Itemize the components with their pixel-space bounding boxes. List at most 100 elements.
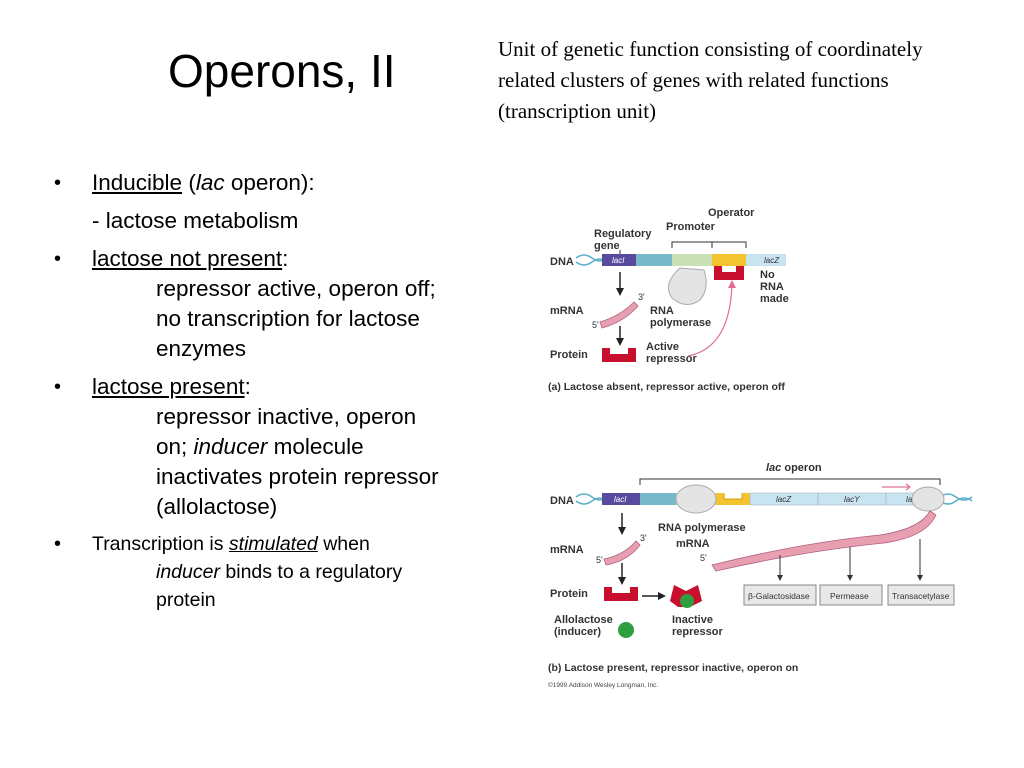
figure-a-lactose-absent: Operator Promoter Regulatory gene DNA la… [548,207,789,393]
lac-term: lac [195,170,225,195]
operator-region [712,254,746,266]
regulatory-label-1: Regulatory [594,228,652,240]
lacY-label: lacY [844,495,860,504]
lacZ-gene [746,254,786,266]
mrna-right-label: mRNA [676,538,710,550]
lacI-gene [602,493,640,505]
repressor-protein-icon [602,348,636,362]
stimulated-term: stimulated [228,533,318,555]
lac-italic: lac [766,462,781,474]
rna-pol-label-2: polymerase [650,317,711,329]
operator-bracket [711,241,747,248]
present-line-1: repressor inactive, operon [156,404,417,429]
rna-polymerase-icon [667,267,707,305]
present-line-4: (allolactose) [156,494,278,519]
figure-a-caption: (a) Lactose absent, repressor active, op… [548,381,785,393]
no-rna-label-2: RNA [760,281,784,293]
lacI-label: lacI [614,495,627,504]
paren-open-text: ( [188,170,196,195]
bullet-lactose-not-present: • lactose not present: [52,244,502,274]
promoter-region [672,254,712,266]
repressor-binding-arrow-head-icon [728,280,736,288]
short-mrna-strand-icon [603,540,641,566]
enzyme-1-label: β-Galactosidase [748,591,810,601]
definition-note: Unit of genetic function consisting of c… [498,37,923,123]
not-present-line-1: repressor active, operon off; [156,276,436,301]
mrna-label: mRNA [550,305,584,317]
three-prime-label: 3' [638,292,645,302]
transcription-pre: Transcription is [92,533,229,555]
mrna-strand-icon [599,301,639,329]
inactive-repressor-label-2: repressor [672,626,723,638]
five-prime-label: 5' [592,320,599,330]
protein-label: Protein [550,349,588,361]
bullet-transcription-stimulated: • Transcription is stimulated when [52,530,502,558]
inactive-repressor-label-1: Inactive [672,614,713,626]
allolactose-inducer-icon [618,622,634,638]
dna-label: DNA [550,495,574,507]
slide-title: Operons, II [168,45,396,97]
active-repressor-label-1: Active [646,341,679,353]
bullet-dot-icon: • [54,376,62,398]
enzyme-box-3 [887,584,955,606]
five-prime-right-label: 5' [700,553,707,563]
arrow-head-protein-icon [618,577,626,585]
three-prime-label: 3' [640,533,647,543]
present-line-2b: molecule [267,434,364,459]
long-mrna-strand-icon [711,510,937,572]
present-line-3: inactivates protein repressor [156,464,439,489]
figure-b-lactose-present: lac operon DNA lacI lacZ lacY lacA RNA p… [548,462,973,689]
colon: : [282,246,289,271]
lacZ-label: lacZ [776,495,792,504]
no-rna-label-1: No [760,269,775,281]
stimulated-line-2: inducer binds to a regulatory [52,558,502,586]
arrow-head-enzyme-1-icon [777,575,783,581]
lactose-metabolism: - lactose metabolism [92,208,299,233]
copyright-note: ©1999 Addison Wesley Longman, Inc. [548,681,658,689]
lacI-gene [602,254,636,266]
enzyme-box-1 [743,584,817,606]
inducer-term: inducer [193,434,268,459]
protein-label: Protein [550,588,588,600]
not-present-line-2: no transcription for lactose [156,306,420,331]
inducible-term: Inducible [92,170,183,195]
lac-operon-label: lac operon [766,462,822,474]
operator-label: Operator [708,207,755,219]
enzyme-box-2 [819,584,883,606]
bound-inducer-icon [680,594,694,608]
empty-operator-icon [723,493,743,500]
lac-operon-bracket [639,478,941,485]
allolactose-label-2: (inducer) [554,626,601,638]
lactose-present-term: lactose present [92,374,245,399]
arrow-head-enzyme-2-icon [847,575,853,581]
stimulated-line-3: protein [156,589,216,611]
rna-polymerase-end-icon [911,486,945,512]
rna-polymerase-label: RNA polymerase [658,522,746,534]
rna-polymerase-start-icon [675,484,717,514]
five-prime-label: 5' [596,555,603,565]
allolactose-label-1: Allolactose [554,614,613,626]
arrow-head-mrna-icon [616,288,624,296]
present-line-2: on; inducer molecule [52,432,502,462]
lacZ-label: lacZ [764,256,780,265]
bullet-lactose-present: • lactose present: [52,372,502,402]
operon-word: operon [781,462,822,474]
no-rna-label-3: made [760,293,789,305]
bullet-dot-icon: • [54,533,62,555]
dna-label: DNA [550,256,574,268]
operon-text: operon): [224,170,315,195]
bullet-dot-icon: • [54,172,62,194]
present-line-2a: on; [156,434,194,459]
lacI-label: lacI [612,256,625,265]
repressor-protein-icon [604,587,638,601]
promoter-label: Promoter [666,221,716,233]
arrow-head-mrna-icon [618,527,626,535]
arrow-head-protein-icon [616,338,624,346]
dna-spacer [640,493,676,505]
stimulated-line-2b: binds to a regulatory [219,561,403,583]
colon: : [244,374,251,399]
promoter-bracket [671,241,712,248]
lactose-not-present-term: lactose not present [92,246,283,271]
dna-helix-right-icon [939,493,973,505]
arrow-head-inactive-icon [658,592,666,600]
